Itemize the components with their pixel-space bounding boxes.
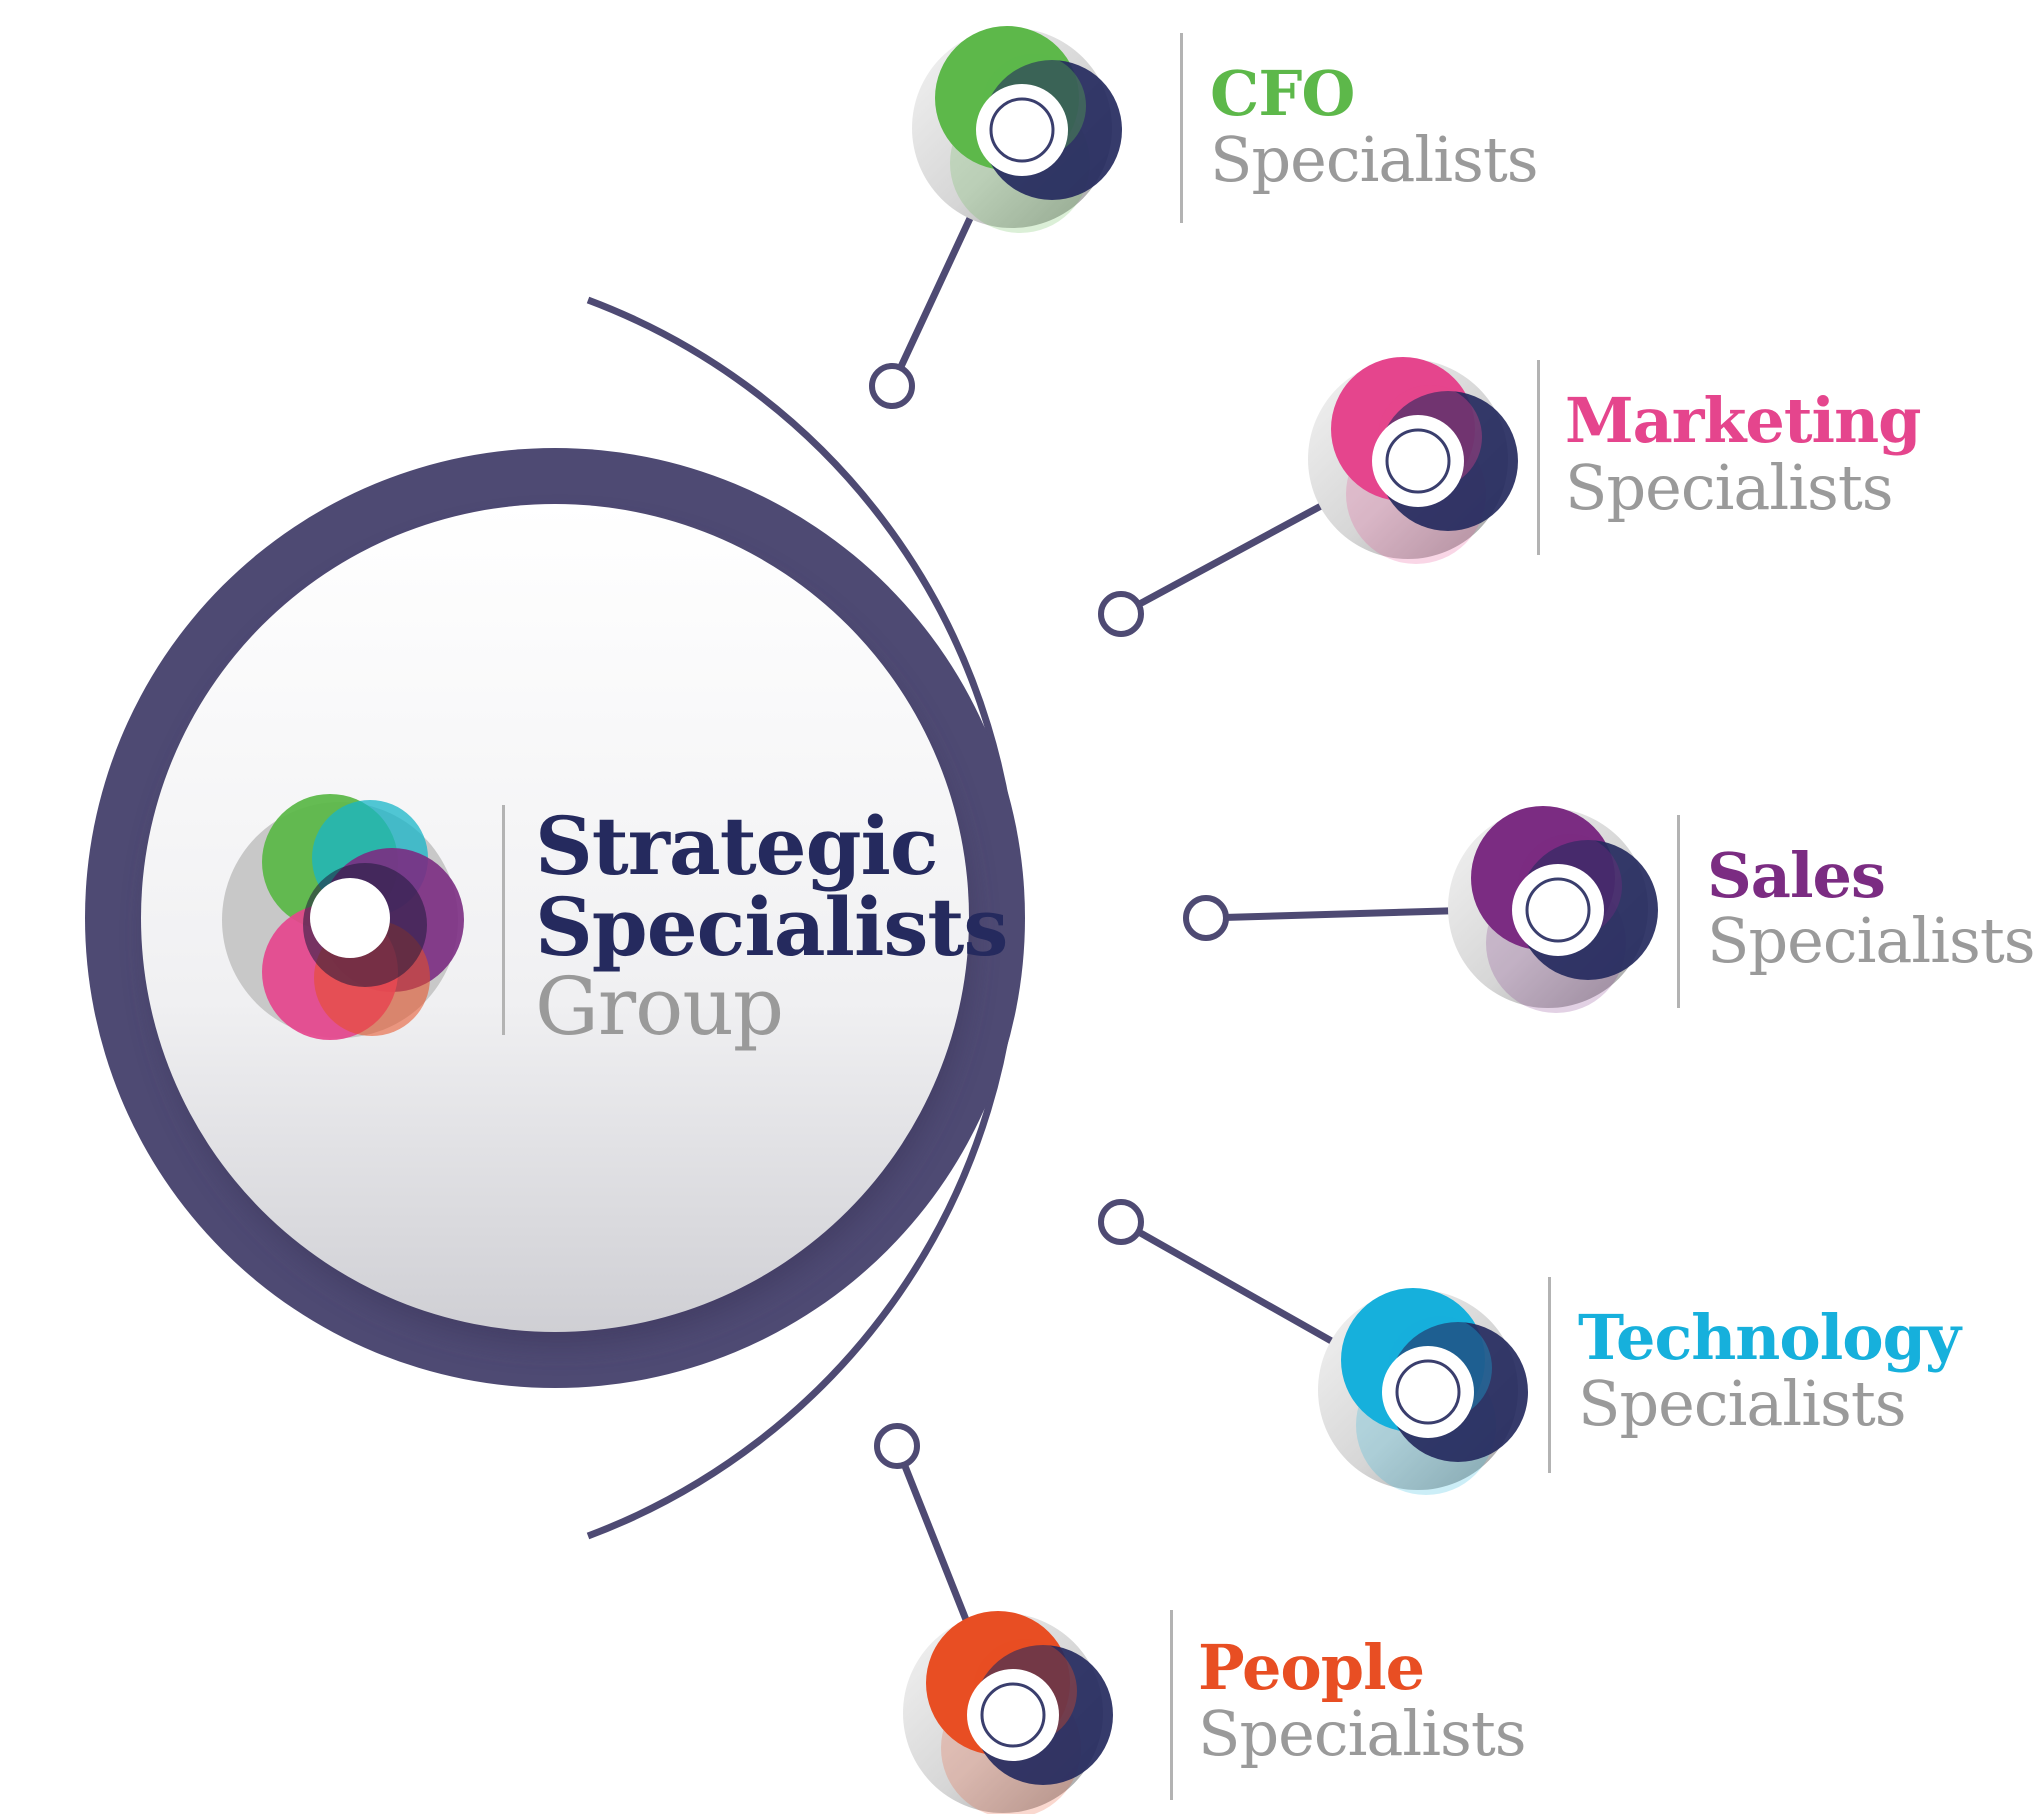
center-title-line3: Group [535,960,784,1053]
people-connector-dot [874,1423,920,1469]
central-disc [141,504,969,1332]
cfo-connector-dot [869,363,915,409]
central-logo-icon [222,794,464,1040]
technology-connector-line [1119,1218,1338,1347]
people-title: People [1198,1631,1425,1704]
people-logo-icon [903,1611,1113,1814]
technology-subtitle: Specialists [1578,1367,1907,1440]
technology-separator [1548,1277,1551,1473]
marketing-subtitle: Specialists [1565,451,1894,524]
cfo-subtitle: Specialists [1210,123,1539,196]
people-separator [1170,1610,1173,1800]
technology-connector-dot [1098,1199,1144,1245]
technology-title: Technology [1578,1301,1961,1374]
sales-title: Sales [1707,839,1886,912]
center-title-line1: Strategic [535,799,939,893]
center-separator [502,805,505,1035]
marketing-connector-line [1119,501,1327,618]
sales-connector-line [1205,907,1454,922]
sales-separator [1677,815,1680,1008]
sales-subtitle: Specialists [1707,904,2036,977]
center-title-line2: Specialists [535,880,1008,974]
technology-logo-icon [1318,1288,1528,1495]
marketing-connector-dot [1098,591,1144,637]
marketing-separator [1537,360,1540,555]
cfo-separator [1180,33,1183,223]
cfo-logo-icon [912,26,1122,233]
people-connector-line [893,1444,972,1626]
sales-logo-icon [1448,806,1658,1013]
marketing-title: Marketing [1565,384,1921,457]
cfo-connector-line [888,212,976,388]
cfo-title: CFO [1210,57,1355,130]
marketing-logo-icon [1308,357,1518,564]
central-logo-hole [310,878,390,958]
people-subtitle: Specialists [1198,1697,1527,1770]
sales-connector-dot [1183,895,1229,941]
